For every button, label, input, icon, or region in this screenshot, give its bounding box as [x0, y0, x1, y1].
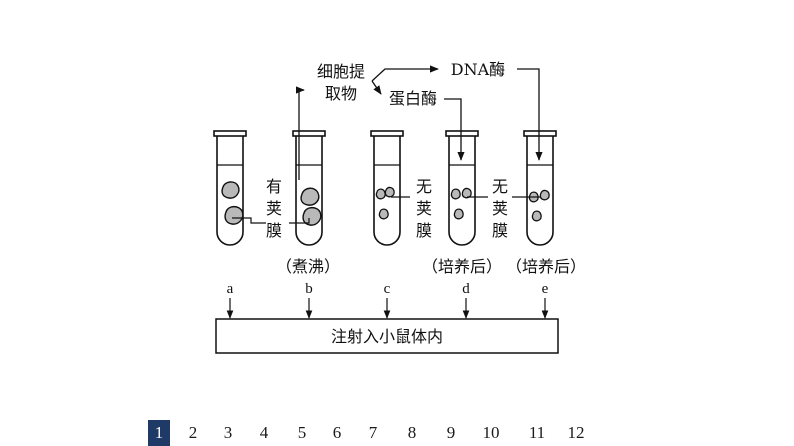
extract-arrow: [295, 86, 305, 180]
experiment-diagram: 细胞提 取物 DNA酶 蛋白酶 有 荚 膜 无 荚 膜 无 荚 膜 （煮沸） （…: [213, 60, 586, 354]
capsule-label-1: 有: [266, 177, 282, 196]
page-8[interactable]: 8: [407, 423, 417, 442]
dnase-arrow: [517, 68, 543, 161]
tube-letter-c: c: [384, 281, 391, 297]
page-2[interactable]: 2: [188, 423, 198, 442]
tube-letter-e: e: [542, 281, 549, 297]
no-capsule-d-label-1: 无: [492, 177, 508, 196]
tube-e: [523, 130, 557, 246]
page-9[interactable]: 9: [446, 423, 456, 442]
tube-d: [445, 130, 479, 246]
cell-extract-label-2: 取物: [325, 84, 357, 103]
capsule-label-2: 荚: [266, 199, 282, 218]
capsule-bacteria-b: [300, 187, 322, 226]
boiled-label: （煮沸）: [276, 257, 340, 276]
page-11[interactable]: 11: [528, 423, 546, 442]
tube-letter-arrows: [226, 298, 549, 319]
page-7[interactable]: 7: [368, 423, 378, 442]
no-capsule-c-label-1: 无: [416, 177, 432, 196]
label-pointers: [232, 196, 540, 224]
page-3[interactable]: 3: [223, 423, 233, 442]
tube-letter-d: d: [462, 281, 470, 297]
tube-b: [292, 130, 326, 246]
tube-a: [213, 130, 247, 246]
cultured-e-label: （培养后）: [506, 257, 586, 276]
injection-label: 注射入小鼠体内: [331, 327, 443, 346]
no-capsule-c-label-2: 荚: [416, 199, 432, 218]
protease-arrow: [444, 98, 465, 161]
bacteria-e: [528, 189, 550, 222]
protease-label: 蛋白酶: [389, 89, 437, 108]
bacteria-d: [450, 187, 472, 220]
injection-box: [215, 318, 559, 354]
split-arrows: [371, 65, 439, 95]
tube-letter-b: b: [305, 281, 313, 297]
page-10[interactable]: 10: [482, 423, 500, 442]
pagination: 1 2 3 4 5 6 7 8 9 10 11 12: [148, 420, 594, 446]
page-6[interactable]: 6: [332, 423, 342, 442]
page-4[interactable]: 4: [259, 423, 269, 442]
tube-c: [370, 130, 404, 246]
page-5[interactable]: 5: [297, 423, 307, 442]
no-capsule-d-label-3: 膜: [492, 221, 508, 240]
tube-letter-a: a: [227, 281, 234, 297]
cultured-d-label: （培养后）: [422, 257, 502, 276]
no-capsule-c-label-3: 膜: [416, 221, 432, 240]
bacteria-c: [375, 186, 395, 220]
page-12[interactable]: 12: [567, 423, 585, 442]
dnase-label: DNA酶: [451, 60, 505, 79]
no-capsule-d-label-2: 荚: [492, 199, 508, 218]
capsule-bacteria-a: [221, 181, 244, 225]
capsule-label-3: 膜: [266, 221, 282, 240]
page-1[interactable]: 1: [148, 420, 170, 446]
cell-extract-label-1: 细胞提: [317, 62, 365, 81]
